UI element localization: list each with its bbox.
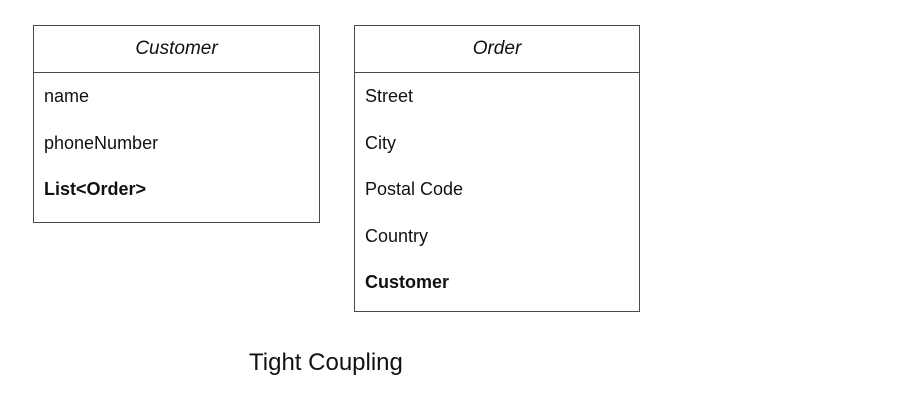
customer-attribute-phone-number: phoneNumber [44, 132, 159, 153]
order-class-box: Order Street City Postal Code Country Cu… [354, 25, 640, 312]
customer-class-name: Customer [34, 26, 319, 73]
order-attribute-street: Street [365, 86, 414, 106]
order-attribute-list: Street City Postal Code Country Customer [355, 73, 639, 318]
customer-attribute-name: name [44, 86, 90, 106]
order-class-name: Order [355, 26, 639, 73]
order-attribute-postal-code: Postal Code [365, 179, 464, 199]
order-attribute-customer: Customer [365, 272, 450, 292]
order-attribute-city: City [365, 132, 396, 153]
customer-class-box: Customer name phoneNumber List<Order> [33, 25, 320, 223]
order-attribute-country: Country [365, 225, 429, 246]
customer-attribute-list: name phoneNumber List<Order> [34, 73, 319, 225]
diagram-caption: Tight Coupling [249, 349, 403, 376]
customer-attribute-order-list: List<Order> [44, 179, 147, 199]
